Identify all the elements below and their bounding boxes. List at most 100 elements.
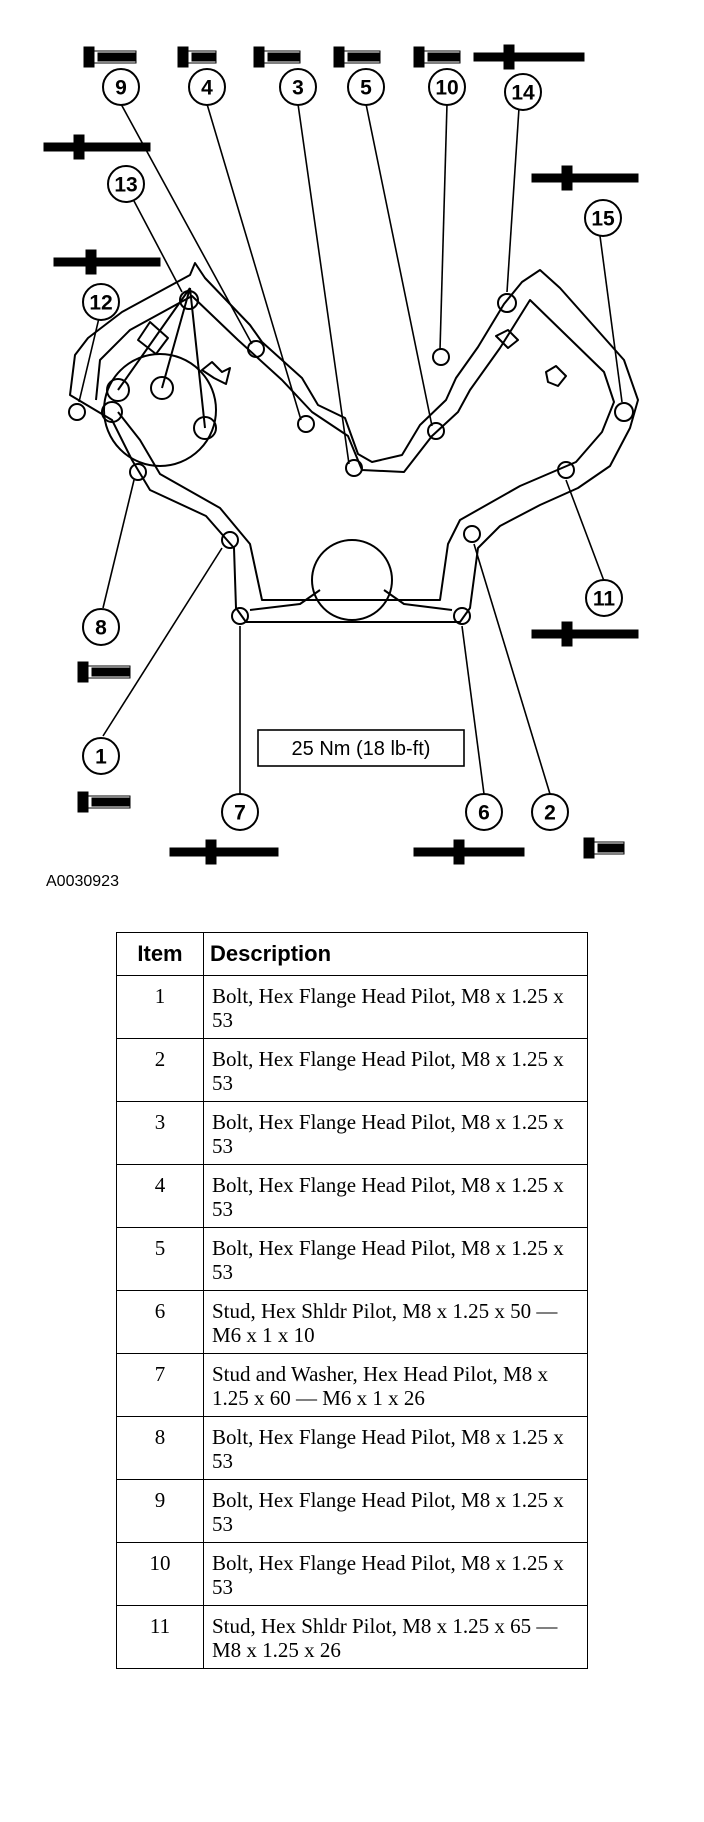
item-description: Bolt, Hex Flange Head Pilot, M8 x 1.25 x…	[203, 1542, 588, 1606]
stud-icon	[531, 621, 639, 647]
engine-front-cover-diagram: 9 4 3 5 10 14 13 15 12 11 8 1 7 6 2 25 N…	[43, 44, 639, 890]
pump-boss-4	[101, 401, 123, 423]
bolt-hole-11	[557, 461, 575, 479]
callout-2	[531, 793, 569, 831]
callout-13	[107, 165, 145, 203]
callout-12	[82, 283, 120, 321]
figure-id: A0030923	[46, 873, 119, 890]
callout-8	[82, 608, 120, 646]
bolt-icon	[77, 661, 131, 683]
bolt-icon	[77, 791, 131, 813]
pump-boss-2	[150, 376, 174, 400]
bolt-hole-5	[427, 422, 445, 440]
bolt-hole-8	[129, 463, 147, 481]
item-number: 11	[116, 1605, 204, 1669]
item-description: Bolt, Hex Flange Head Pilot, M8 x 1.25 x…	[203, 1164, 588, 1228]
item-description: Bolt, Hex Flange Head Pilot, M8 x 1.25 x…	[203, 1479, 588, 1543]
front-cover-inner-line	[95, 295, 615, 601]
callout-label-11: 11	[593, 588, 616, 611]
item-description: Stud, Hex Shldr Pilot, M8 x 1.25 x 50 — …	[203, 1290, 588, 1354]
crankshaft-opening	[311, 539, 393, 621]
callout-3	[279, 68, 317, 106]
callout-label-5: 5	[360, 77, 372, 100]
bolt-hole-2	[463, 525, 481, 543]
callout-label-10: 10	[435, 77, 458, 100]
torque-box	[257, 729, 465, 767]
pump-boss-3	[193, 416, 217, 440]
callout-14	[504, 73, 542, 111]
item-number: 9	[116, 1479, 204, 1543]
callout-label-9: 9	[115, 77, 127, 100]
bolt-icon	[583, 837, 625, 859]
pump-arm	[117, 287, 206, 429]
water-pump-circle	[103, 353, 217, 467]
callout-label-6: 6	[478, 802, 490, 825]
column-header-item: Item	[116, 932, 204, 976]
item-number: 4	[116, 1164, 204, 1228]
item-description: Bolt, Hex Flange Head Pilot, M8 x 1.25 x…	[203, 1101, 588, 1165]
bolt-icon	[177, 46, 217, 68]
front-cover-outline	[69, 262, 639, 623]
oil-pan-flange	[249, 589, 453, 611]
item-number: 5	[116, 1227, 204, 1291]
item-number: 2	[116, 1038, 204, 1102]
callout-label-15: 15	[591, 208, 615, 231]
bolt-hole-6	[453, 607, 471, 625]
item-number: 7	[116, 1353, 204, 1417]
callout-label-13: 13	[114, 174, 137, 197]
cam-keyhole-right-1	[495, 329, 519, 349]
item-number: 8	[116, 1416, 204, 1480]
callout-11	[585, 579, 623, 617]
item-number: 6	[116, 1290, 204, 1354]
bolt-hole-12	[68, 403, 86, 421]
pump-bracket	[137, 321, 169, 355]
bolt-hole-4	[297, 415, 315, 433]
torque-spec-label: 25 Nm (18 lb-ft)	[292, 738, 431, 760]
item-number: 10	[116, 1542, 204, 1606]
item-description: Bolt, Hex Flange Head Pilot, M8 x 1.25 x…	[203, 975, 588, 1039]
bolt-icon	[413, 46, 461, 68]
callout-5	[347, 68, 385, 106]
stud-icon	[169, 839, 279, 865]
callout-label-12: 12	[89, 292, 112, 315]
item-description: Stud and Washer, Hex Head Pilot, M8 x 1.…	[203, 1353, 588, 1417]
callout-label-4: 4	[201, 77, 213, 100]
stud-icon	[43, 134, 151, 160]
callout-4	[188, 68, 226, 106]
pump-boss-1	[106, 378, 130, 402]
callout-6	[465, 793, 503, 831]
stud-icon	[53, 249, 161, 275]
bolt-hole-1	[221, 531, 239, 549]
item-description: Bolt, Hex Flange Head Pilot, M8 x 1.25 x…	[203, 1416, 588, 1480]
table-header-row: Item Description	[116, 932, 588, 976]
bolt-icon	[253, 46, 301, 68]
item-description: Bolt, Hex Flange Head Pilot, M8 x 1.25 x…	[203, 1038, 588, 1102]
callout-label-8: 8	[95, 617, 107, 640]
bolt-hole-3	[345, 459, 363, 477]
cam-keyhole-right-2	[545, 365, 567, 387]
item-number: 1	[116, 975, 204, 1039]
stud-icon	[531, 165, 639, 191]
bolt-hole-9	[247, 340, 265, 358]
cam-keyhole-left	[201, 361, 231, 385]
bolt-icon	[83, 46, 137, 68]
callout-label-14: 14	[511, 82, 535, 105]
callout-label-1: 1	[95, 746, 107, 769]
item-number: 3	[116, 1101, 204, 1165]
callout-1	[82, 737, 120, 775]
callout-7	[221, 793, 259, 831]
callout-10	[428, 68, 466, 106]
bolt-hole-7	[231, 607, 249, 625]
callout-15	[584, 199, 622, 237]
